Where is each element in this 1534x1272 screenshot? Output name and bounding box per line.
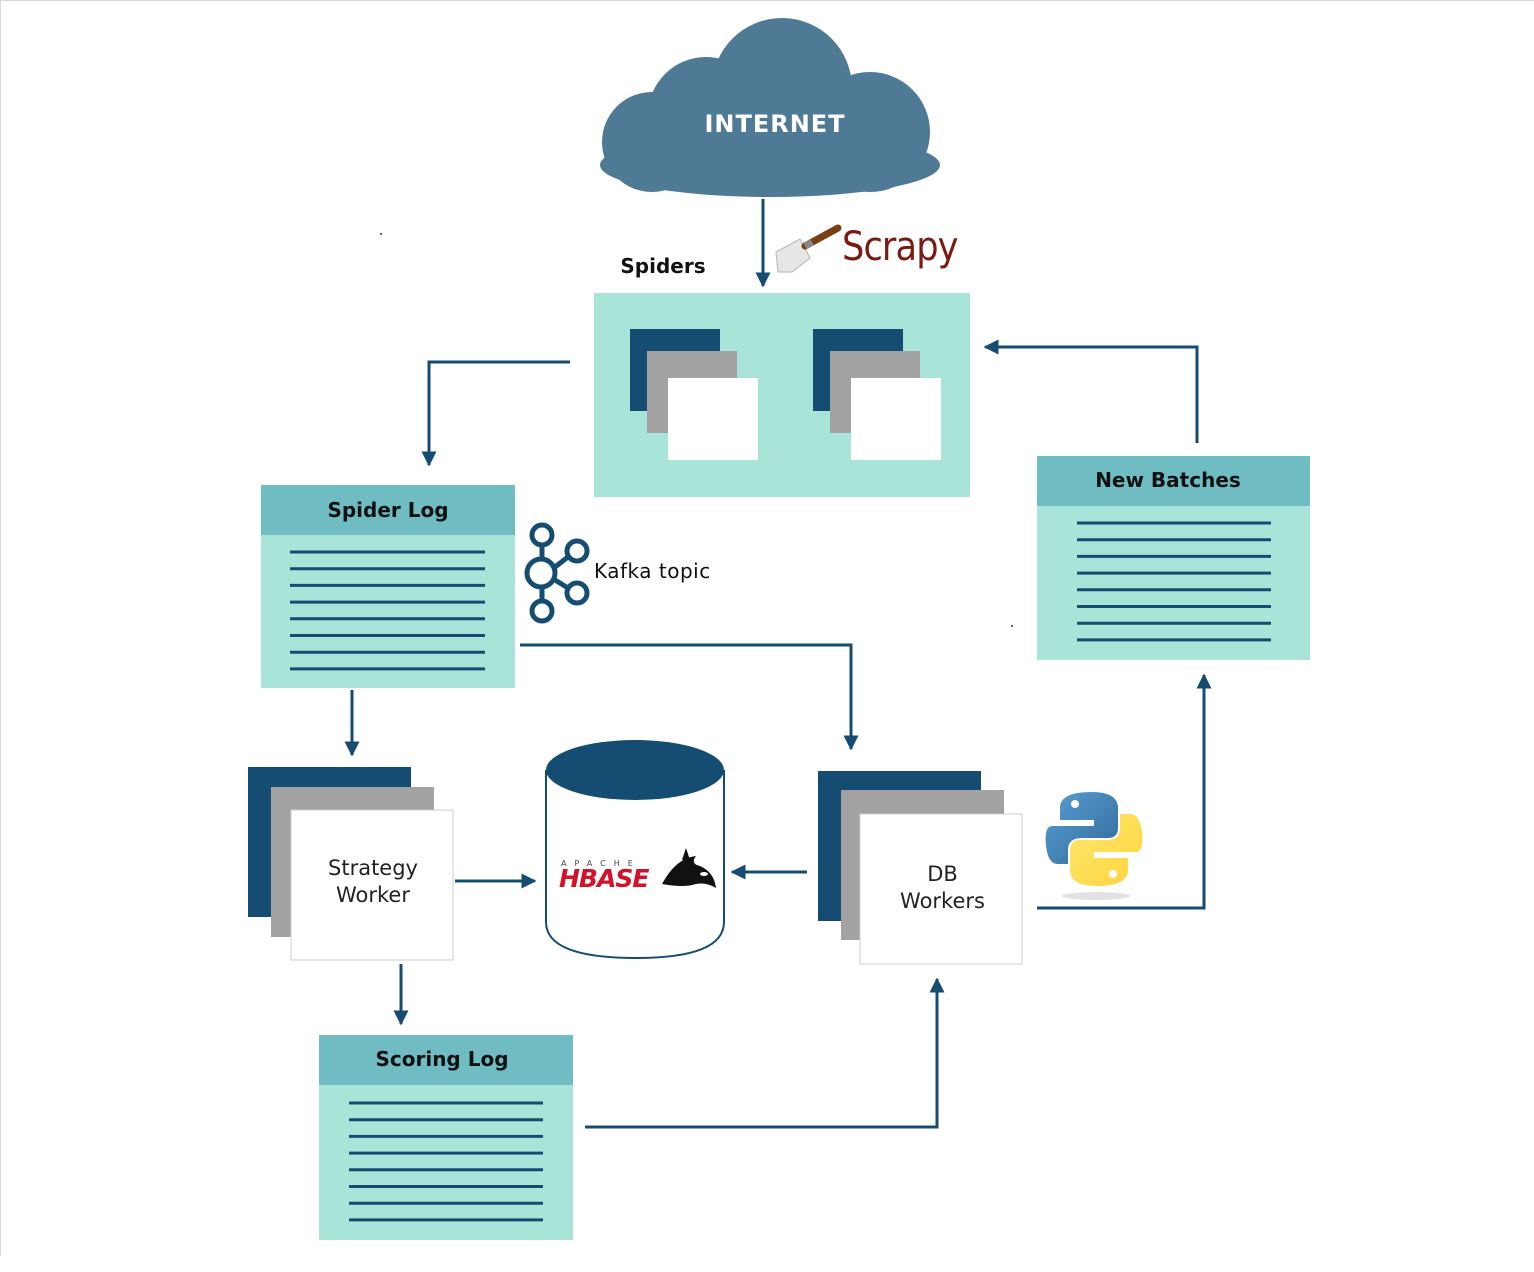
hbase-database-cylinder [545,740,725,960]
new-batches-panel [1037,506,1310,660]
frame-top-border [0,0,1534,1]
db-workers-line2: Workers [900,889,985,913]
strategy-worker-line2: Worker [336,883,410,907]
stray-dot [380,233,382,235]
db-workers-label: DB Workers [860,861,1025,915]
strategy-worker-label: Strategy Worker [291,855,455,909]
strategy-worker-line1: Strategy [328,856,418,880]
frame-left-border [0,0,1,1256]
spider-log-lines [290,550,485,671]
arrow-db-workers-to-new-batches [1037,673,1212,910]
spatula-icon [775,224,842,273]
scoring-log-header [319,1035,573,1085]
arrow-spiders-to-spider-log [421,360,570,467]
new-batches-header [1037,456,1310,506]
new-batches-title: New Batches [1095,468,1241,492]
stray-dot [1011,625,1013,627]
python-icon [1045,792,1143,900]
spider-log-header [261,485,515,535]
arrow-new-batches-to-spiders [983,339,1199,443]
internet-label: INTERNET [704,110,846,138]
kafka-topic-label: Kafka topic [594,559,711,583]
orca-icon [662,848,716,888]
hbase-logo-text: HBASE [559,864,649,893]
db-workers-stack [818,771,1023,965]
strategy-worker-stack [248,767,454,961]
db-workers-line1: DB [927,862,958,886]
spider-log-title: Spider Log [327,498,449,522]
spider-instance-stack-1 [630,329,758,460]
spider-instance-stack-2 [813,329,941,460]
spider-log-panel [261,535,515,688]
arrow-scoring-log-to-db-workers [585,977,945,1129]
scoring-log-title: Scoring Log [375,1047,509,1071]
scrapy-logo-text: Scrapy [842,224,959,270]
internet-cloud [600,18,940,197]
hbase-apache-text: APACHE [561,859,641,868]
kafka-icon [524,522,590,624]
spiders-label: Spiders [620,254,706,278]
arrow-spider-log-to-db-workers [520,643,859,751]
scoring-log-lines [349,1101,543,1222]
new-batches-lines [1077,521,1271,642]
scoring-log-panel [319,1085,573,1240]
